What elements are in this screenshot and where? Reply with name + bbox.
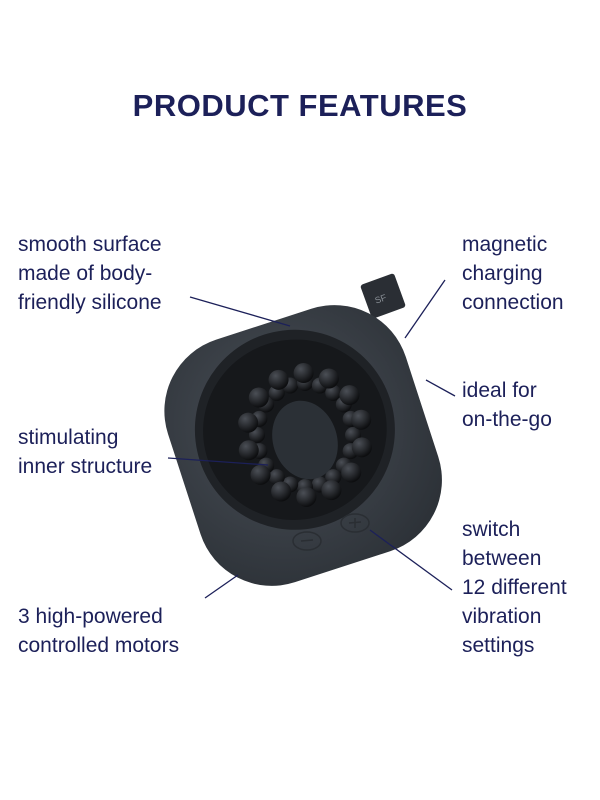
feature-line: connection xyxy=(462,291,564,314)
bead xyxy=(351,437,372,458)
feature-line: stimulating xyxy=(18,426,119,449)
feature-line: between xyxy=(462,547,542,570)
bead xyxy=(271,481,292,502)
bead xyxy=(248,387,269,408)
feature-charging: magnetic charging connection xyxy=(462,230,564,317)
plus-button xyxy=(340,513,370,533)
bead xyxy=(238,412,259,433)
feature-line: settings xyxy=(462,634,535,657)
feature-structure: stimulating inner structure xyxy=(18,423,152,481)
bead xyxy=(341,462,362,483)
bead xyxy=(339,385,360,406)
bead xyxy=(268,369,289,390)
bead xyxy=(250,464,271,485)
feature-motors: 3 high-powered controlled motors xyxy=(18,602,179,660)
feature-line: friendly silicone xyxy=(18,291,162,314)
feature-line: 12 different xyxy=(462,576,567,599)
bead xyxy=(296,486,317,507)
feature-line: inner structure xyxy=(18,455,153,478)
feature-line: ideal for xyxy=(462,379,537,402)
feature-line: magnetic xyxy=(462,233,548,256)
bead xyxy=(238,440,259,461)
bead xyxy=(293,363,314,384)
feature-line: charging xyxy=(462,262,543,285)
svg-text:SF: SF xyxy=(374,292,389,306)
feature-line: controlled motors xyxy=(18,634,180,657)
bead xyxy=(321,480,342,501)
feature-settings: switch between 12 different vibration se… xyxy=(462,515,567,660)
feature-portable: ideal for on-the-go xyxy=(462,376,552,434)
feature-line: made of body- xyxy=(18,262,153,285)
bead xyxy=(325,384,342,401)
bead xyxy=(351,409,372,430)
feature-silicone: smooth surface made of body- friendly si… xyxy=(18,230,162,317)
bead xyxy=(318,368,339,389)
inner-structure xyxy=(238,363,372,507)
feature-line: 3 high-powered xyxy=(18,605,163,628)
page-title: PRODUCT FEATURES xyxy=(132,88,468,123)
feature-line: switch xyxy=(462,518,521,541)
leader-lines xyxy=(167,279,456,599)
charging-tab: SF xyxy=(360,273,406,319)
feature-line: on-the-go xyxy=(462,408,552,431)
feature-line: vibration xyxy=(462,605,542,628)
minus-button xyxy=(292,531,322,551)
bead xyxy=(268,469,285,486)
feature-line: smooth surface xyxy=(18,233,162,256)
